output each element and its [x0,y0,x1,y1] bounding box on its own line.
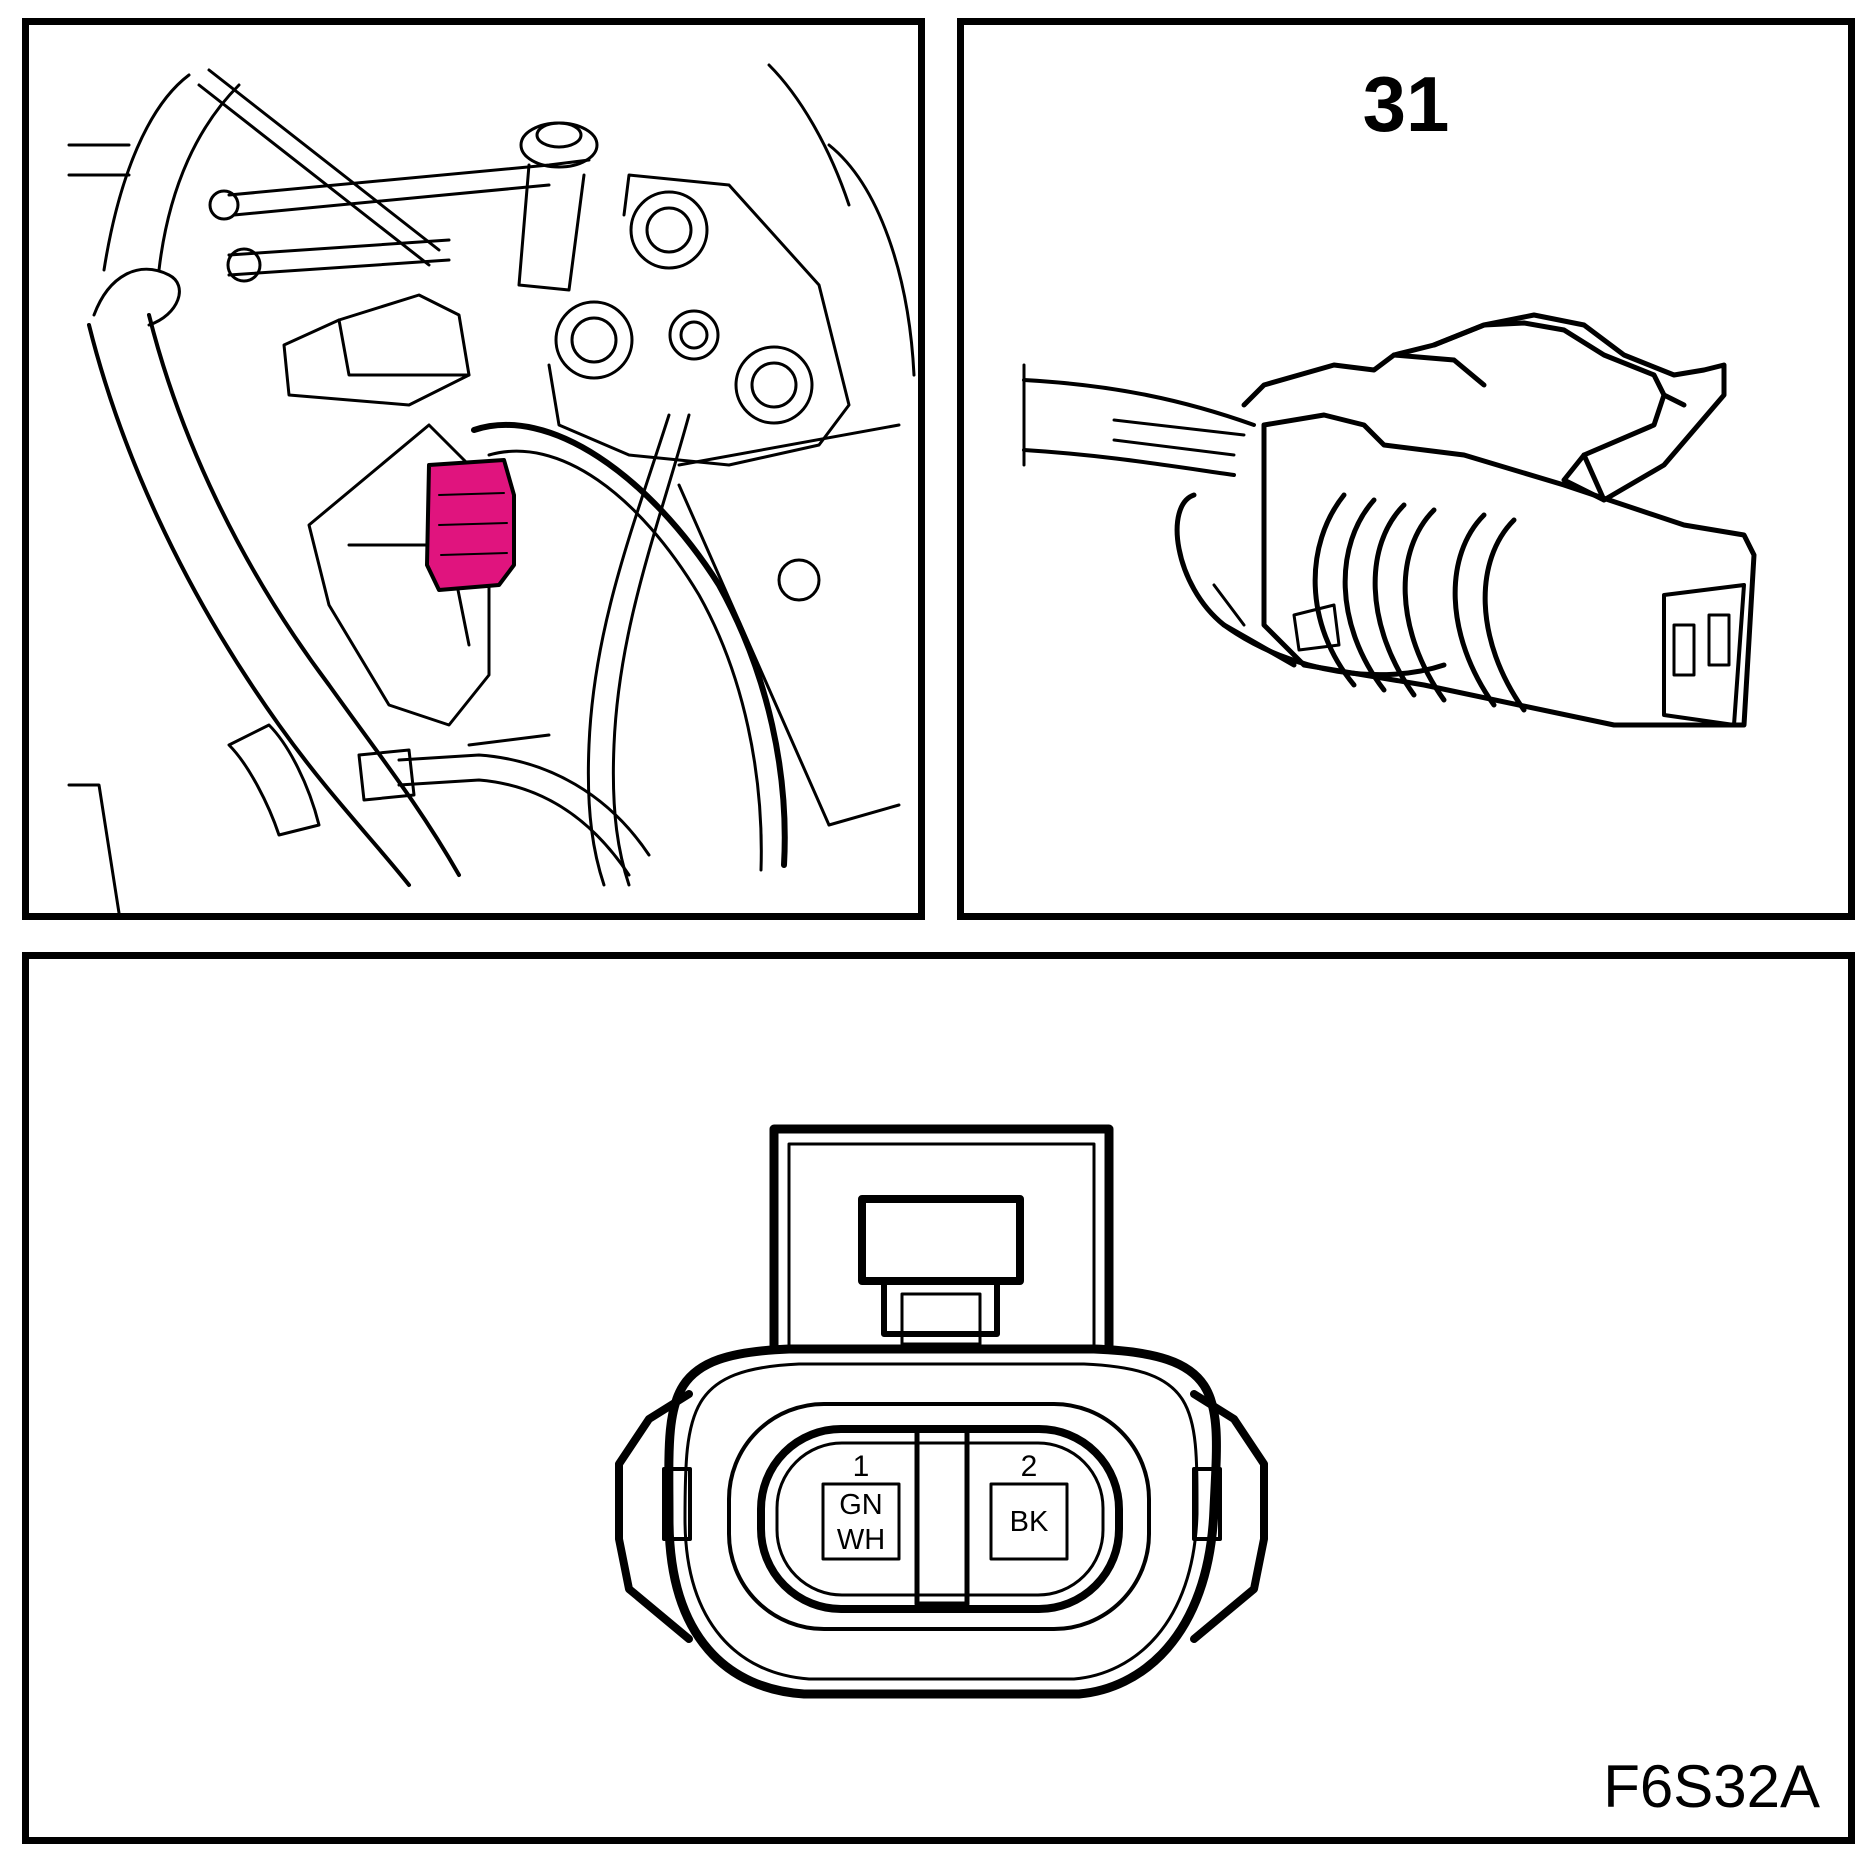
highlighted-sensor-connector [425,458,516,592]
connector-illustration [1022,312,1757,728]
pin-1-color-line1: GN [839,1489,883,1521]
pin-2-box [989,1482,1069,1561]
location-panel [22,18,925,920]
figure-code: F6S32A [1603,1753,1820,1820]
pin-2-number: 2 [1021,1450,1038,1483]
panel-number: 31 [1362,60,1450,148]
pin-1-box [821,1482,901,1561]
pin-1-number: 1 [853,1450,870,1483]
connector-face-diagram: 1 GN WH 2 BK [615,1124,1268,1699]
pinout-panel: 1 GN WH 2 BK F6S32A [22,952,1855,1844]
pin-2-color-line1: BK [1010,1506,1049,1538]
pin-1-color-line2: WH [837,1524,885,1556]
connector-view-panel: 31 [957,18,1855,920]
engine-bay-illustration [67,63,916,913]
